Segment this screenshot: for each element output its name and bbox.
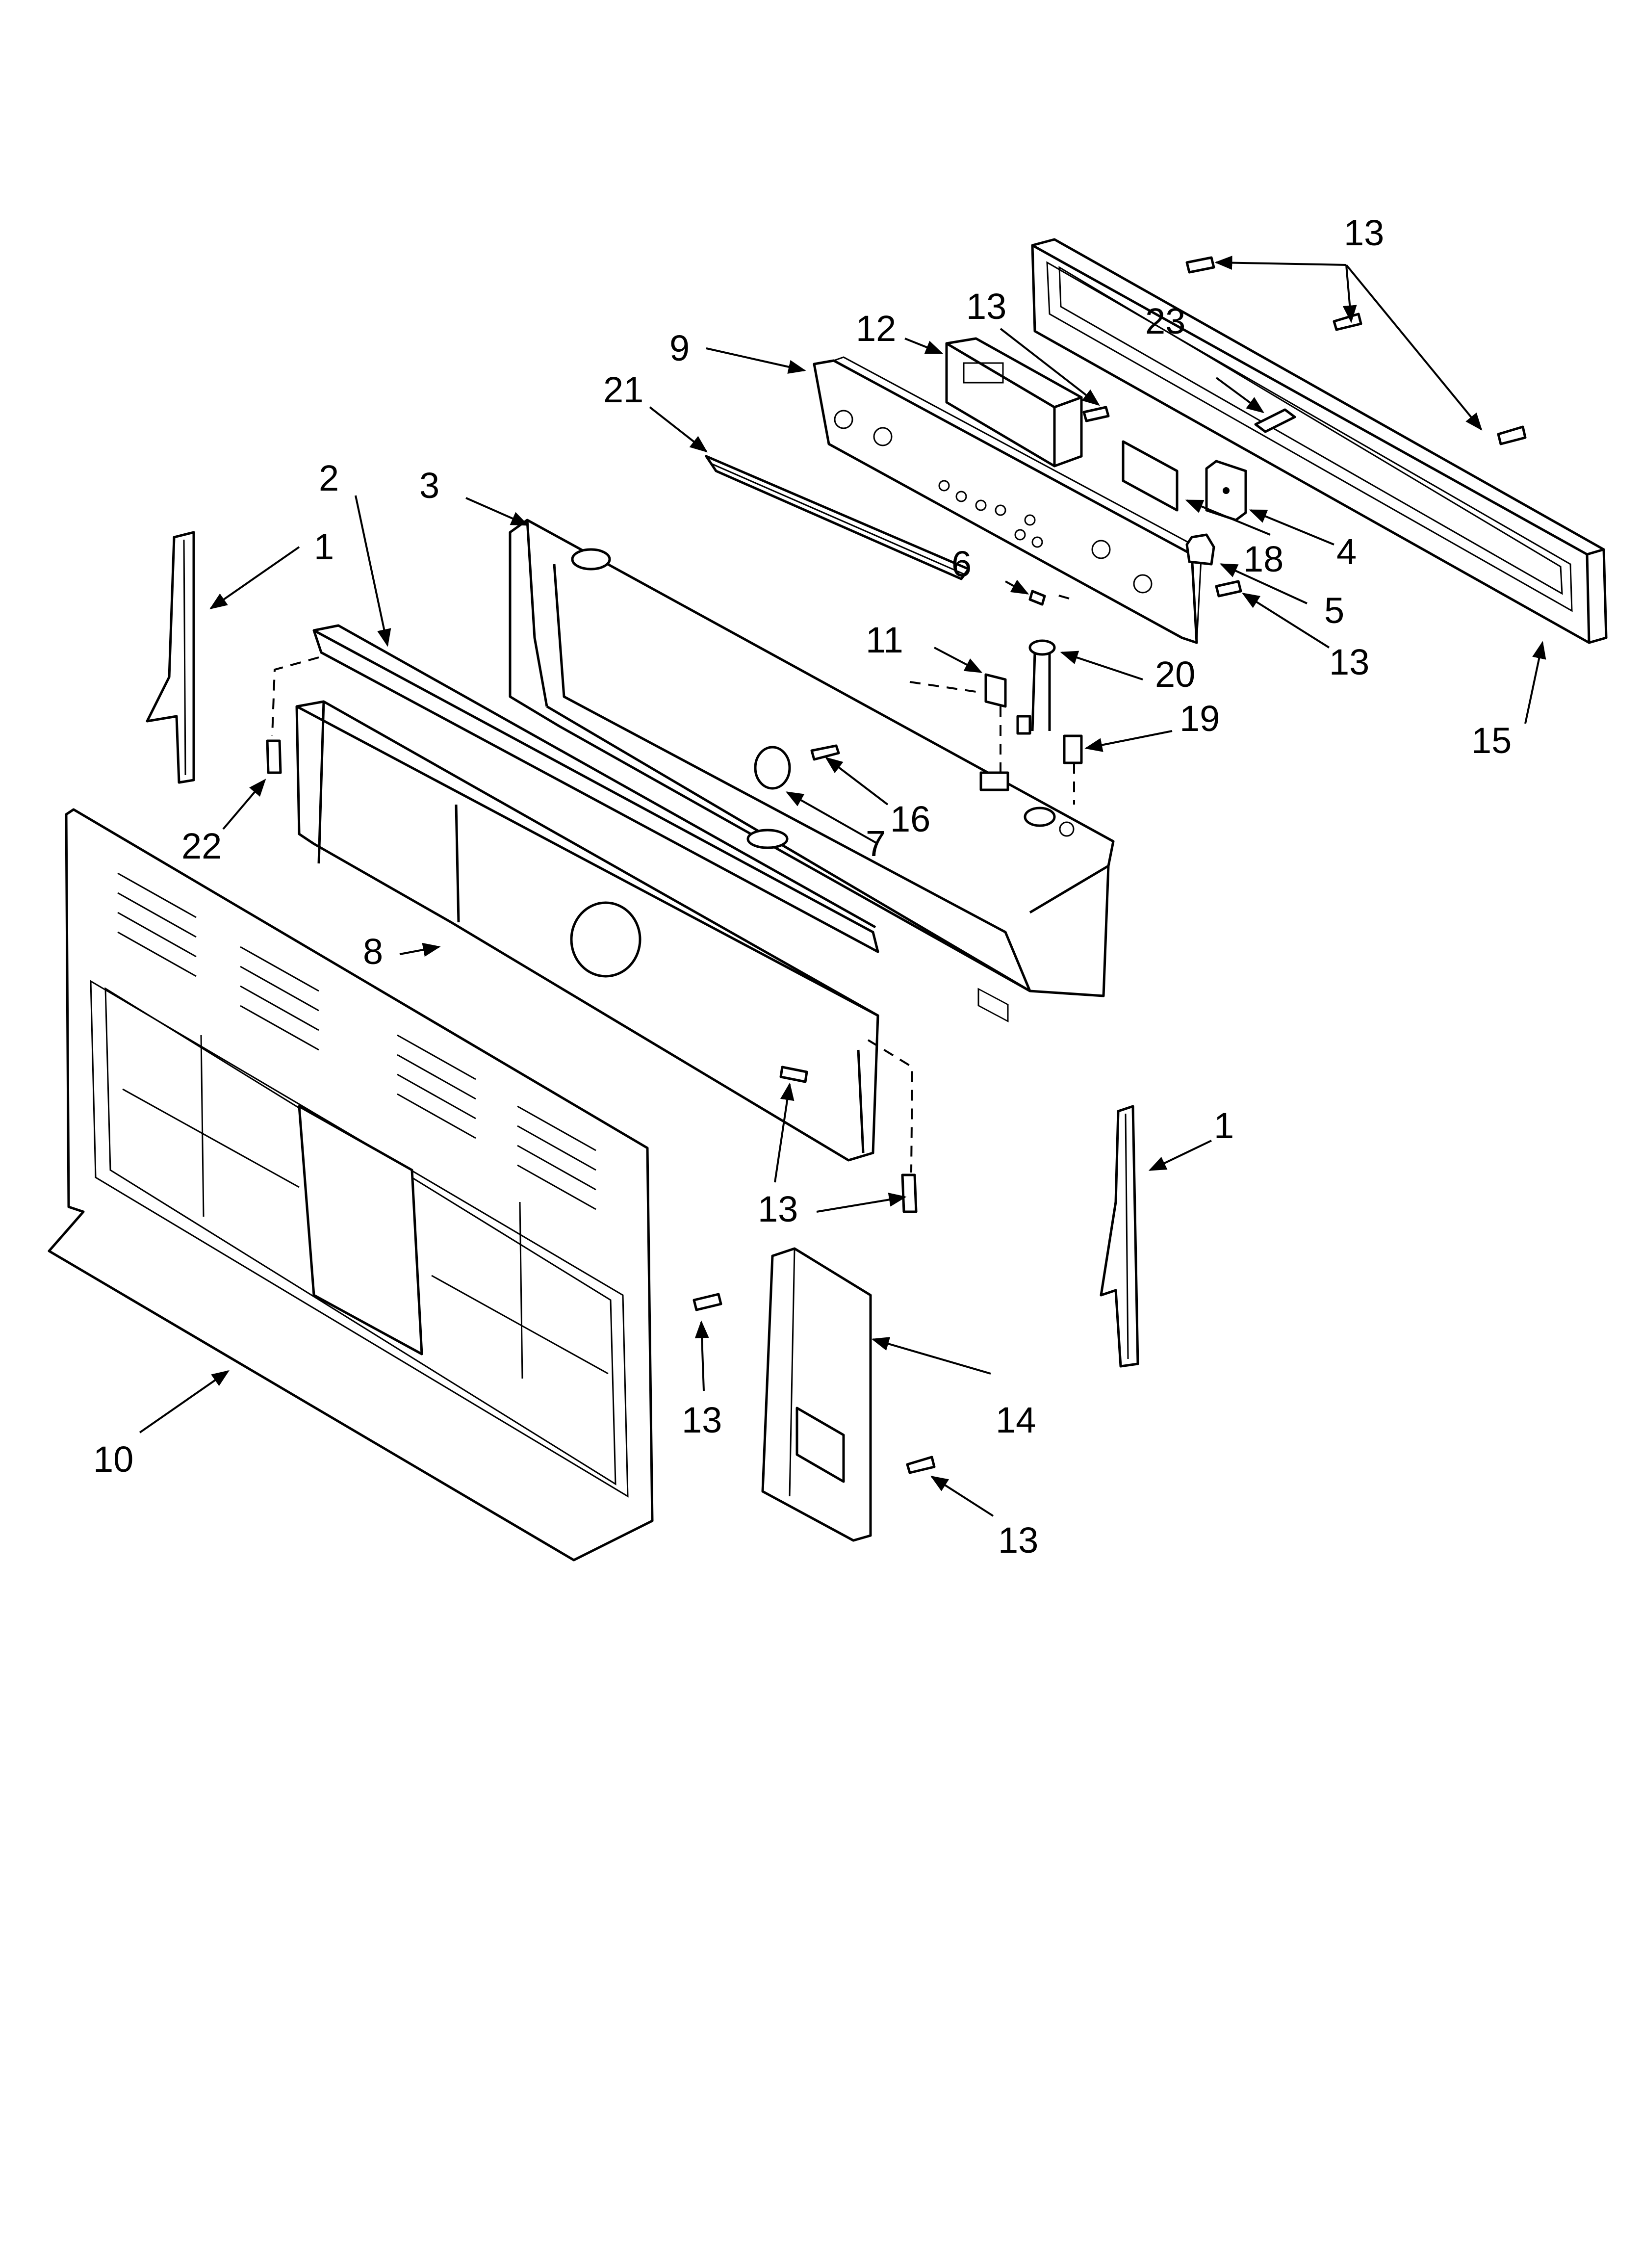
callout-7: 7 (866, 823, 886, 864)
part-15-trim-panel (1031, 238, 1608, 644)
callout-15: 15 (1471, 720, 1512, 761)
callout-16: 16 (890, 799, 930, 839)
callout-22: 22 (181, 826, 222, 866)
part-10-back-panel (48, 808, 654, 1562)
part-11-switch (984, 673, 1007, 708)
callout-3: 3 (419, 465, 439, 506)
callout-13-lower: 13 (682, 1400, 722, 1440)
callout-13-relay: 13 (1329, 642, 1369, 682)
callout-12: 12 (856, 308, 896, 349)
part-8-inner-panel (295, 700, 879, 1162)
callout-2: 2 (319, 458, 339, 498)
callout-8: 8 (363, 931, 383, 972)
callout-5: 5 (1324, 590, 1344, 631)
part-12-display-board (945, 337, 1083, 468)
part-14-lower-bracket (761, 1247, 872, 1542)
callout-1-right: 1 (1214, 1105, 1234, 1146)
part-7-knob (746, 746, 791, 849)
callout-20: 20 (1155, 654, 1195, 695)
part-16-screw (810, 744, 840, 761)
callout-1-left: 1 (314, 526, 334, 567)
callout-18: 18 (1243, 539, 1283, 579)
part-1-left-bracket (146, 531, 195, 784)
vent-slots (117, 872, 596, 1210)
callout-labels: 13 13 12 23 9 21 2 3 1 18 4 6 5 11 13 20… (93, 212, 1512, 1561)
callout-19: 19 (1180, 698, 1220, 739)
part-2-bracket (312, 624, 879, 953)
callout-21: 21 (603, 369, 643, 410)
part-20-sensor (1016, 639, 1056, 735)
part-3-console (509, 519, 1115, 997)
callout-13-bottom: 13 (998, 1520, 1038, 1561)
callout-13-display: 13 (966, 286, 1006, 327)
part-4-switch (1205, 460, 1247, 521)
callout-23: 23 (1145, 301, 1185, 341)
part-21-bracket (705, 455, 970, 580)
callout-6: 6 (951, 544, 972, 584)
part-18-lens (1122, 440, 1179, 512)
alignment-lines (271, 593, 1075, 1173)
callout-13-mid: 13 (758, 1189, 798, 1229)
part-9-control-panel (813, 356, 1203, 1022)
part-23-clip (1254, 408, 1296, 433)
callout-14: 14 (996, 1400, 1036, 1440)
callout-10: 10 (93, 1439, 133, 1480)
callout-9: 9 (669, 328, 690, 368)
callout-11: 11 (866, 620, 903, 660)
callout-13-top: 13 (1344, 212, 1384, 253)
part-19-fuse (1063, 734, 1083, 764)
part-5-relay (1185, 533, 1215, 566)
leader-lines (139, 256, 1546, 1517)
part-6-screw (1028, 590, 1046, 606)
callout-4: 4 (1336, 531, 1357, 572)
part-1-right-bracket (1100, 1105, 1139, 1368)
